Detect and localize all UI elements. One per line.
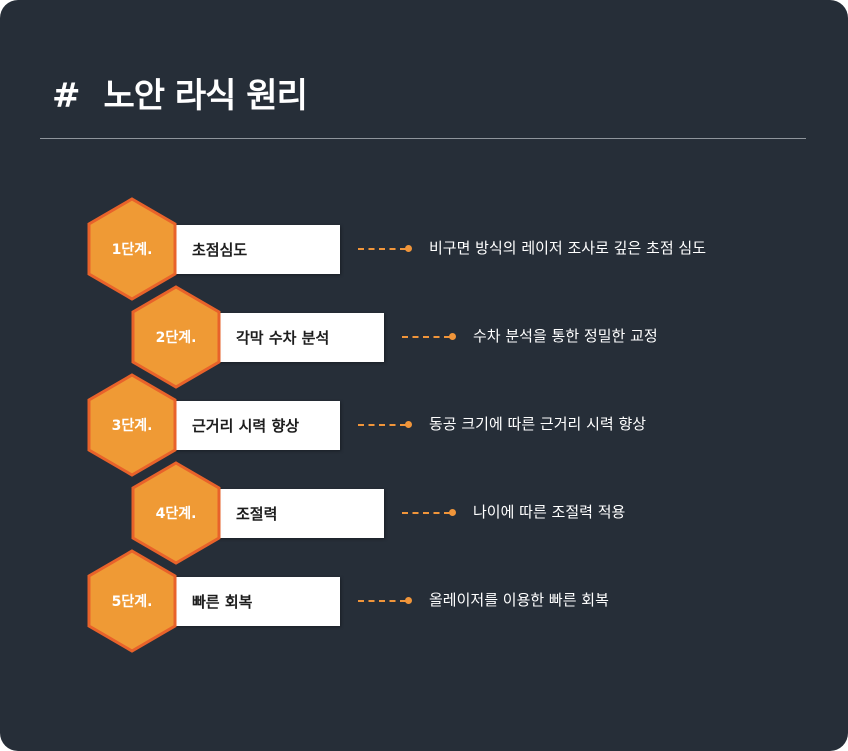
- hexagon-icon: [131, 285, 221, 389]
- step-description: 나이에 따른 조절력 적용: [473, 503, 626, 521]
- step-label: 조절력: [236, 505, 278, 523]
- hexagon-icon: [131, 461, 221, 565]
- bullet-dot-icon: [405, 421, 412, 428]
- step-label-box: 빠른 회복: [148, 577, 340, 626]
- step-label-box: 초점심도: [148, 225, 340, 274]
- dashed-connector: [402, 512, 450, 514]
- step-number: 4단계.: [155, 506, 197, 522]
- page-title: # 노안 라식 원리: [52, 72, 308, 120]
- hexagon-icon: [87, 549, 177, 653]
- bullet-dot-icon: [449, 509, 456, 516]
- dashed-connector: [402, 336, 450, 338]
- step-description: 올레이저를 이용한 빠른 회복: [429, 591, 609, 609]
- dashed-connector: [358, 424, 406, 426]
- dashed-connector: [358, 248, 406, 250]
- step-label-box: 조절력: [192, 489, 384, 538]
- page-title-text: 노안 라식 원리: [103, 76, 308, 116]
- step-description: 수차 분석을 통한 정밀한 교정: [473, 327, 658, 345]
- title-divider: [40, 138, 806, 139]
- step-label: 빠른 회복: [192, 593, 253, 611]
- step-number: 2단계.: [155, 330, 197, 346]
- step-description: 동공 크기에 따른 근거리 시력 향상: [429, 415, 647, 433]
- dashed-connector: [358, 600, 406, 602]
- hexagon-icon: [87, 197, 177, 301]
- hexagon-icon: [87, 373, 177, 477]
- step-number: 3단계.: [111, 418, 153, 434]
- step-label: 근거리 시력 향상: [192, 417, 300, 435]
- step-label-box: 각막 수차 분석: [192, 313, 384, 362]
- step-number: 5단계.: [111, 594, 153, 610]
- step-label: 초점심도: [192, 241, 248, 259]
- step-label-box: 근거리 시력 향상: [148, 401, 340, 450]
- bullet-dot-icon: [405, 245, 412, 252]
- step-label: 각막 수차 분석: [236, 329, 330, 347]
- hash-mark: #: [52, 76, 80, 116]
- bullet-dot-icon: [405, 597, 412, 604]
- step-description: 비구면 방식의 레이저 조사로 깊은 초점 심도: [429, 239, 707, 257]
- bullet-dot-icon: [449, 333, 456, 340]
- step-number: 1단계.: [111, 242, 153, 258]
